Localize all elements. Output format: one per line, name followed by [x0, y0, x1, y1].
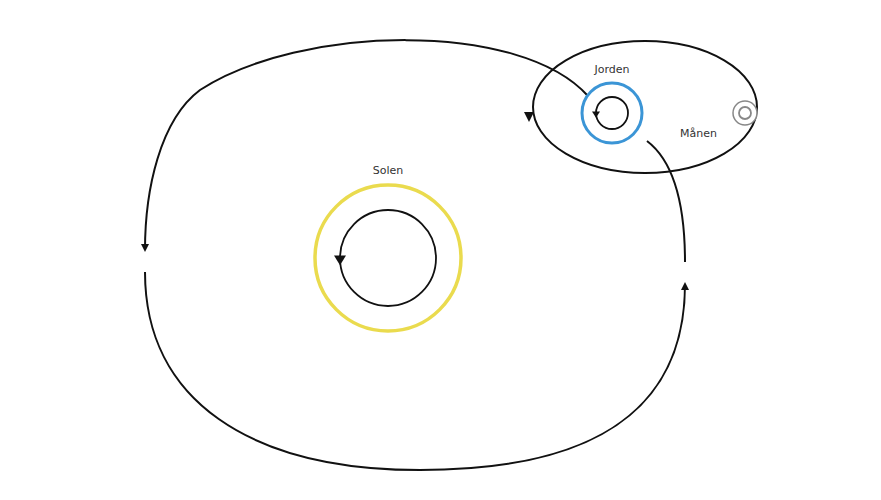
rotation-arrowhead [334, 256, 346, 266]
body-label: Månen [680, 127, 717, 140]
rotation-line [596, 97, 628, 129]
earth-circle: Jorden [582, 83, 642, 143]
body-label: Jorden [594, 63, 629, 76]
sun-circle: Solen [315, 185, 461, 331]
body-outline [582, 83, 642, 143]
rotation-arrowhead [592, 111, 600, 117]
rotation-line [340, 210, 436, 306]
body-outline [733, 101, 757, 125]
moon-circle: Månen [733, 101, 757, 125]
body-ring [315, 185, 461, 331]
earth-orbit [647, 141, 685, 262]
body-ring [733, 101, 757, 125]
body-ring [582, 83, 642, 143]
body-label: Solen [373, 164, 404, 177]
orbit-arrowhead [524, 112, 534, 122]
moon-orbit [533, 41, 757, 173]
rotation-line [739, 107, 751, 119]
body-outline [315, 185, 461, 331]
